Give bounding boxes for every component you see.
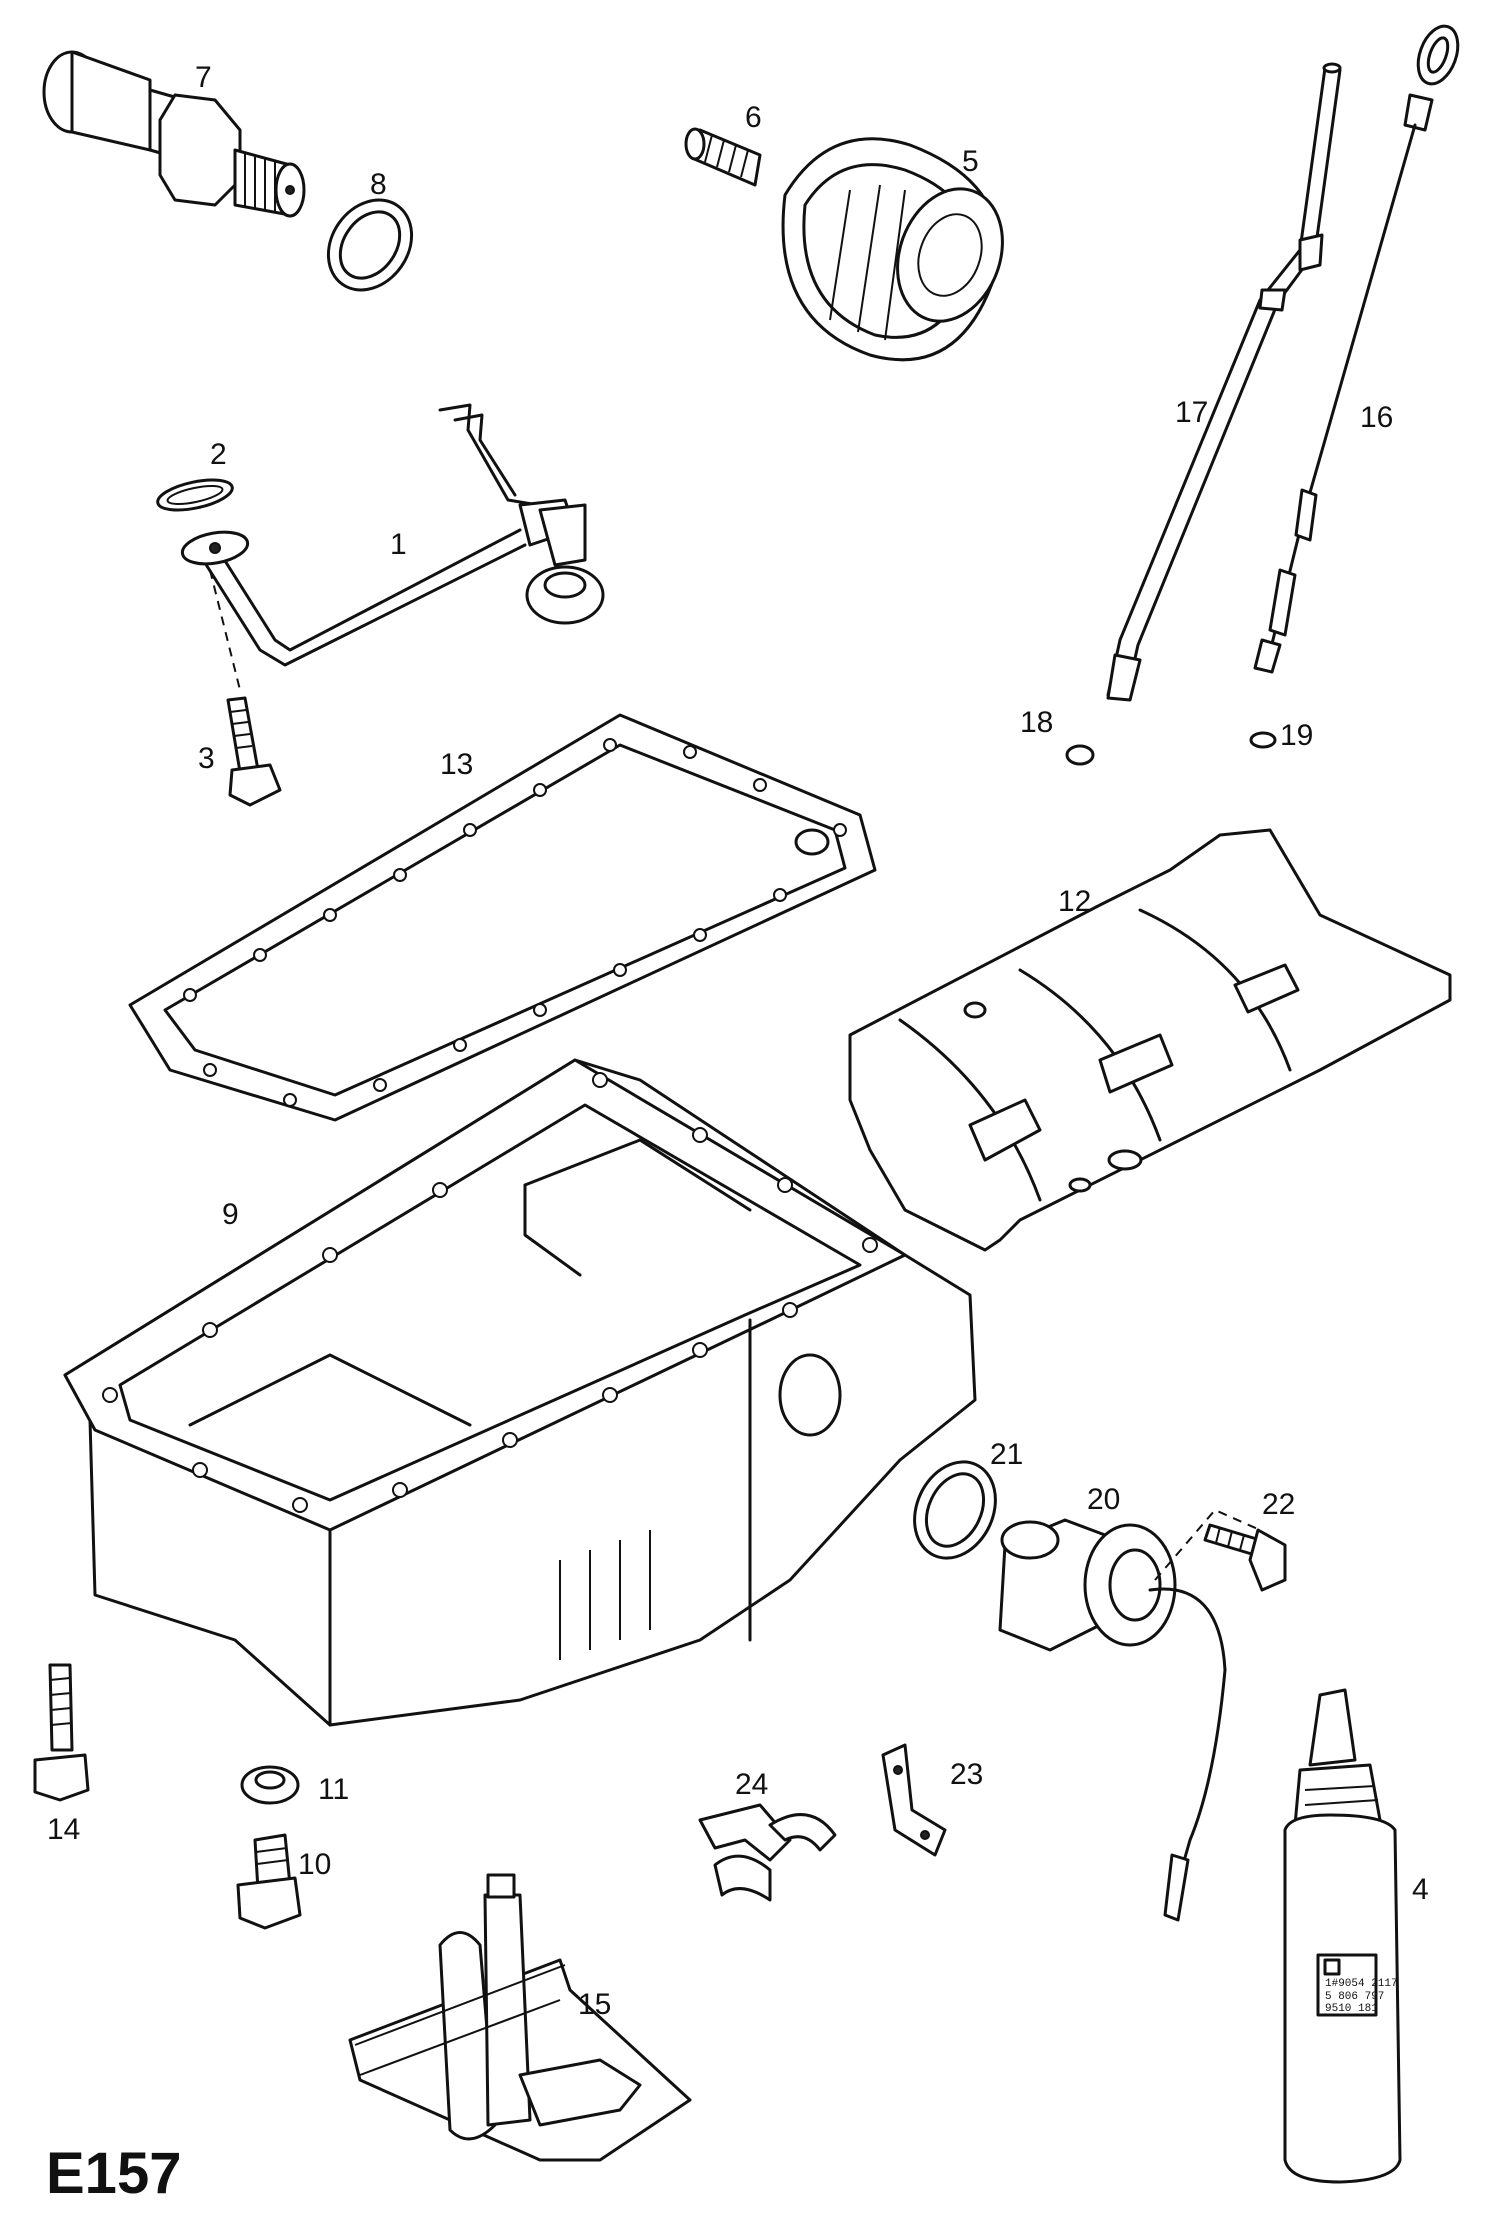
part-22-bolt: [1203, 1523, 1287, 1592]
callout-13: 13: [440, 748, 474, 781]
part-6-threaded-stud: [684, 127, 762, 187]
callout-6: 6: [745, 101, 762, 134]
part-10-drain-plug: [236, 1833, 302, 1930]
callout-20: 20: [1087, 1483, 1121, 1516]
callout-8: 8: [370, 168, 387, 201]
part-15-sealant-kit: [348, 1873, 692, 2162]
part-21-sealing-ring: [913, 1460, 997, 1560]
callout-3: 3: [198, 742, 215, 775]
callout-18: 18: [1020, 706, 1054, 739]
callout-16: 16: [1360, 401, 1394, 434]
part-12-oil-baffle: [848, 828, 1452, 1252]
bottle-label-line-3: 9510 181: [1325, 2003, 1378, 2016]
part-5-oil-filter: [781, 137, 1004, 362]
callout-4: 4: [1412, 1873, 1429, 1906]
callout-12: 12: [1058, 885, 1092, 918]
part-20-oil-level-sensor: [998, 1508, 1261, 1922]
part-8-sealing-ring: [326, 198, 414, 292]
callout-14: 14: [47, 1813, 81, 1846]
callout-7: 7: [195, 61, 212, 94]
bottle-label-line-2: 5 806 797: [1325, 1990, 1385, 2003]
callout-15: 15: [578, 1988, 612, 2021]
callout-21: 21: [990, 1438, 1024, 1471]
part-17-dipstick-tube: [1106, 62, 1342, 702]
part-24-clips: [698, 1803, 837, 1902]
callout-9: 9: [222, 1198, 239, 1231]
diagram-code: E157: [46, 2141, 182, 2206]
part-2-gasket: [156, 478, 234, 512]
bottle-label: 1#9054 2117 5 806 797 9510 181: [1325, 1978, 1398, 2016]
callout-11: 11: [318, 1773, 350, 1806]
part-11-washer: [240, 1765, 300, 1805]
callout-2: 2: [210, 438, 227, 471]
part-19-o-ring: [1249, 731, 1277, 749]
part-9-oil-pan: [63, 1058, 977, 1727]
part-18-o-ring: [1065, 744, 1095, 766]
callout-1: 1: [390, 528, 407, 561]
part-1-oil-pump-pickup: [180, 403, 605, 691]
callout-22: 22: [1262, 1488, 1296, 1521]
callout-19: 19: [1280, 719, 1314, 752]
callout-17: 17: [1175, 396, 1209, 429]
part-3-bolt: [226, 696, 282, 807]
callout-23: 23: [950, 1758, 984, 1791]
part-14-bolt: [33, 1663, 90, 1802]
callout-24: 24: [735, 1768, 769, 1801]
part-23-bracket: [881, 1743, 947, 1857]
bottle-label-line-1: 1#9054 2117: [1325, 1978, 1398, 1990]
callout-5: 5: [962, 145, 979, 178]
callout-10: 10: [298, 1848, 332, 1881]
part-16-dipstick: [1253, 24, 1460, 674]
part-4-sealant-bottle: [1283, 1688, 1402, 2184]
part-13-oil-pan-gasket: [128, 713, 877, 1122]
part-7-oil-pressure-switch: [42, 50, 306, 218]
